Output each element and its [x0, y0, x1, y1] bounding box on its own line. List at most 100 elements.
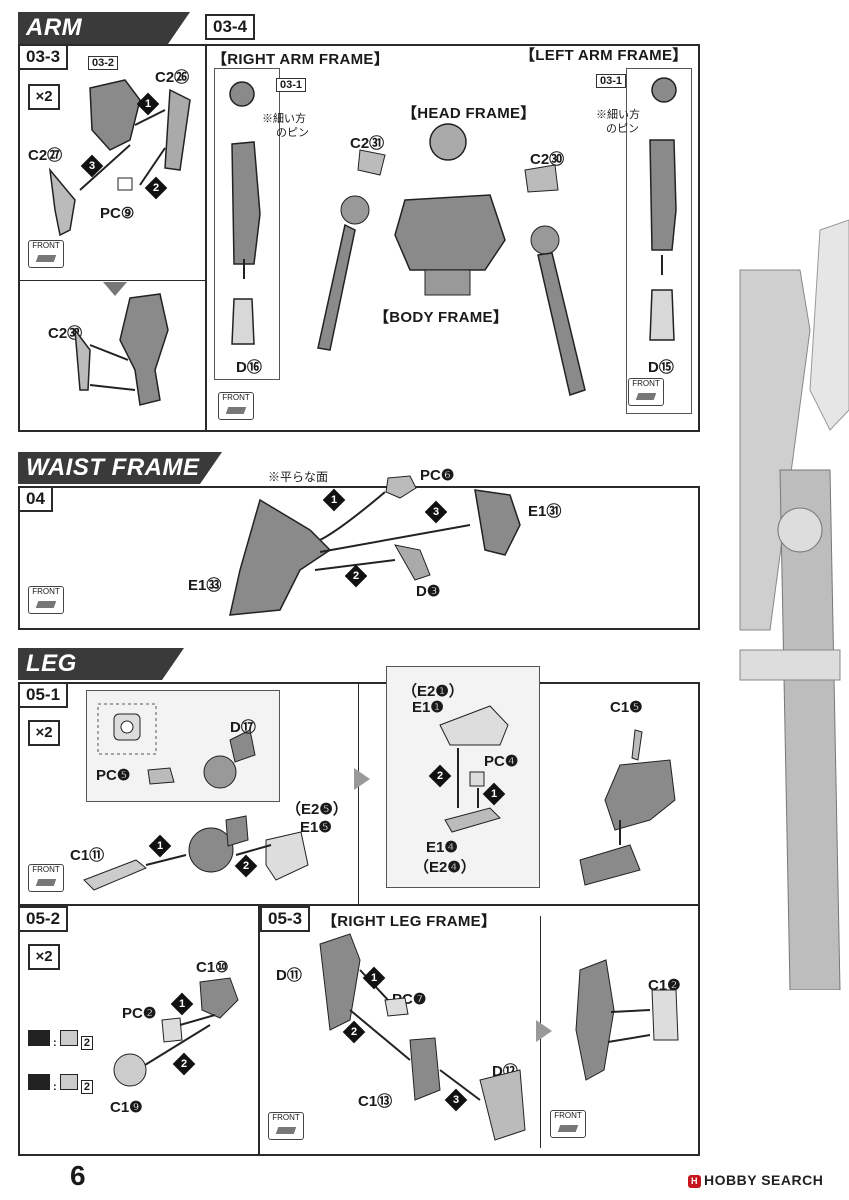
- title-head-frame: 【HEAD FRAME】: [402, 105, 536, 122]
- step-marker-1: 1: [322, 488, 346, 512]
- front-indicator: FRONT: [28, 240, 64, 268]
- step-marker-1: 1: [362, 966, 386, 990]
- part-label-e2-1: （E2❶）: [402, 683, 464, 700]
- front-indicator: FRONT: [628, 378, 664, 406]
- arm-assembly-illustration: [48, 79, 191, 237]
- quantity-x2: ×2: [28, 944, 60, 970]
- divider: [258, 906, 260, 1156]
- body-assembly-illustration: [317, 123, 586, 396]
- knee-assembled-illustration: [579, 729, 676, 886]
- title-body-frame: 【BODY FRAME】: [374, 309, 509, 326]
- part-label-c1-9: C1❾: [110, 1099, 143, 1116]
- part-label-e2-4: （E2❹）: [414, 859, 476, 876]
- next-arrow-icon: [103, 282, 127, 296]
- part-label-c1-13: C1⑬: [358, 1093, 393, 1110]
- left-arm-parts-illustration: [649, 77, 677, 341]
- joint-detail-illustration: [97, 703, 256, 789]
- leg-joint-illustration: [83, 815, 309, 891]
- part-label-pc9: PC⑨: [100, 205, 135, 222]
- part-label-c2-31: C2㉛: [350, 135, 385, 152]
- part-label-e1-5: E1❺: [300, 819, 332, 836]
- step-marker-1: 1: [482, 782, 506, 806]
- part-label-c2-32: C2㉜: [48, 325, 83, 342]
- part-label-c1-10: C1⑩: [196, 959, 229, 976]
- divider: [18, 280, 206, 281]
- step-marker-2: 2: [172, 1052, 196, 1076]
- part-label-c2-27: C2㉗: [28, 147, 63, 164]
- right-arm-parts-illustration: [229, 81, 261, 345]
- step-number: 04: [18, 486, 53, 512]
- right-arm-parts-box: [214, 68, 280, 380]
- section-banner-arm-frame: ARM FRAME: [18, 12, 190, 73]
- step-number: 05-2: [18, 906, 69, 932]
- front-indicator: FRONT: [28, 586, 64, 614]
- knee-armor-illustration: [439, 705, 509, 833]
- tool-count-row: : 2: [28, 1074, 93, 1094]
- step-marker-2: 2: [428, 764, 452, 788]
- part-label-pc6: PC❻: [420, 467, 455, 484]
- part-label-c2-30: C2㉚: [530, 151, 565, 168]
- part-label-d15: D⑮: [648, 359, 674, 376]
- part-label-d16: D⑯: [236, 359, 262, 376]
- arm-frame-panel: [18, 44, 700, 432]
- divider: [205, 44, 207, 432]
- next-arrow-icon: [536, 1020, 552, 1042]
- part-label-e2-5: （E2❺）: [286, 801, 348, 818]
- ankle-joint-illustration: [113, 977, 239, 1087]
- divider: [358, 682, 359, 904]
- reference-step-03-1: 03-1: [596, 74, 627, 88]
- left-arm-parts-box: [626, 68, 692, 414]
- front-indicator: FRONT: [550, 1110, 586, 1138]
- divider: [18, 904, 700, 906]
- page-number: 6: [70, 1160, 86, 1191]
- part-label-c1-11: C1⑪: [70, 847, 105, 864]
- right-leg-assembled-illustration: [575, 959, 679, 1081]
- step-marker-3: 3: [444, 1088, 468, 1112]
- step-marker-1: 1: [148, 834, 172, 858]
- section-banner-leg-frame: LEG FRAME: [18, 648, 184, 709]
- title-right-leg-frame: 【RIGHT LEG FRAME】: [322, 913, 497, 930]
- part-label-e1-33: E1㉝: [188, 577, 222, 594]
- step-marker-2: 2: [344, 564, 368, 588]
- step-number: 05-1: [18, 682, 69, 708]
- step-marker-2: 2: [342, 1020, 366, 1044]
- part-label-pc2: PC❷: [122, 1005, 157, 1022]
- part-label-d17: D⑰: [230, 719, 256, 736]
- front-indicator: FRONT: [218, 392, 254, 420]
- next-arrow-icon: [354, 768, 370, 790]
- detail-inset: [386, 666, 540, 888]
- reference-step-03-1: 03-1: [276, 78, 307, 92]
- quantity-x2: ×2: [28, 720, 60, 746]
- title-right-arm-frame: 【RIGHT ARM FRAME】: [212, 51, 390, 68]
- part-label-c1-5: C1❺: [610, 699, 643, 716]
- background-robot-illustration: [739, 219, 849, 990]
- pin-note-left: ※細い方のピン: [596, 109, 640, 135]
- part-label-d11: D⑪: [276, 967, 302, 984]
- right-leg-illustration: [319, 933, 526, 1141]
- pin-note-right: ※細い方のピン: [262, 113, 309, 139]
- step-marker-1: 1: [170, 992, 194, 1016]
- step-marker-2: 2: [144, 176, 168, 200]
- waist-assembly-illustration: [229, 475, 521, 616]
- step-marker-2: 2: [234, 854, 258, 878]
- step-number: 03-3: [18, 44, 69, 70]
- step-marker-3: 3: [80, 154, 104, 178]
- arm-assembled-illustration: [74, 293, 169, 406]
- section-banner-waist-frame: WAIST FRAME: [18, 452, 222, 484]
- step-number: 05-3: [260, 906, 311, 932]
- part-label-e1-4: E1❹: [426, 839, 458, 856]
- part-label-c2-26: C2㉖: [155, 69, 190, 86]
- reference-step-03-2: 03-2: [88, 56, 119, 70]
- quantity-x2: ×2: [28, 84, 60, 110]
- waist-frame-panel: [18, 486, 700, 630]
- front-indicator: FRONT: [28, 864, 64, 892]
- flat-surface-note: ※平らな面: [268, 470, 329, 484]
- part-label-e1-1: E1❶: [412, 699, 444, 716]
- part-label-e1-31: E1㉛: [528, 503, 562, 520]
- title-left-arm-frame: 【LEFT ARM FRAME】: [520, 47, 688, 64]
- step-number: 03-4: [205, 14, 256, 40]
- step-marker-3: 3: [424, 500, 448, 524]
- step-marker-1: 1: [136, 92, 160, 116]
- part-label-pc5: PC❺: [96, 767, 131, 784]
